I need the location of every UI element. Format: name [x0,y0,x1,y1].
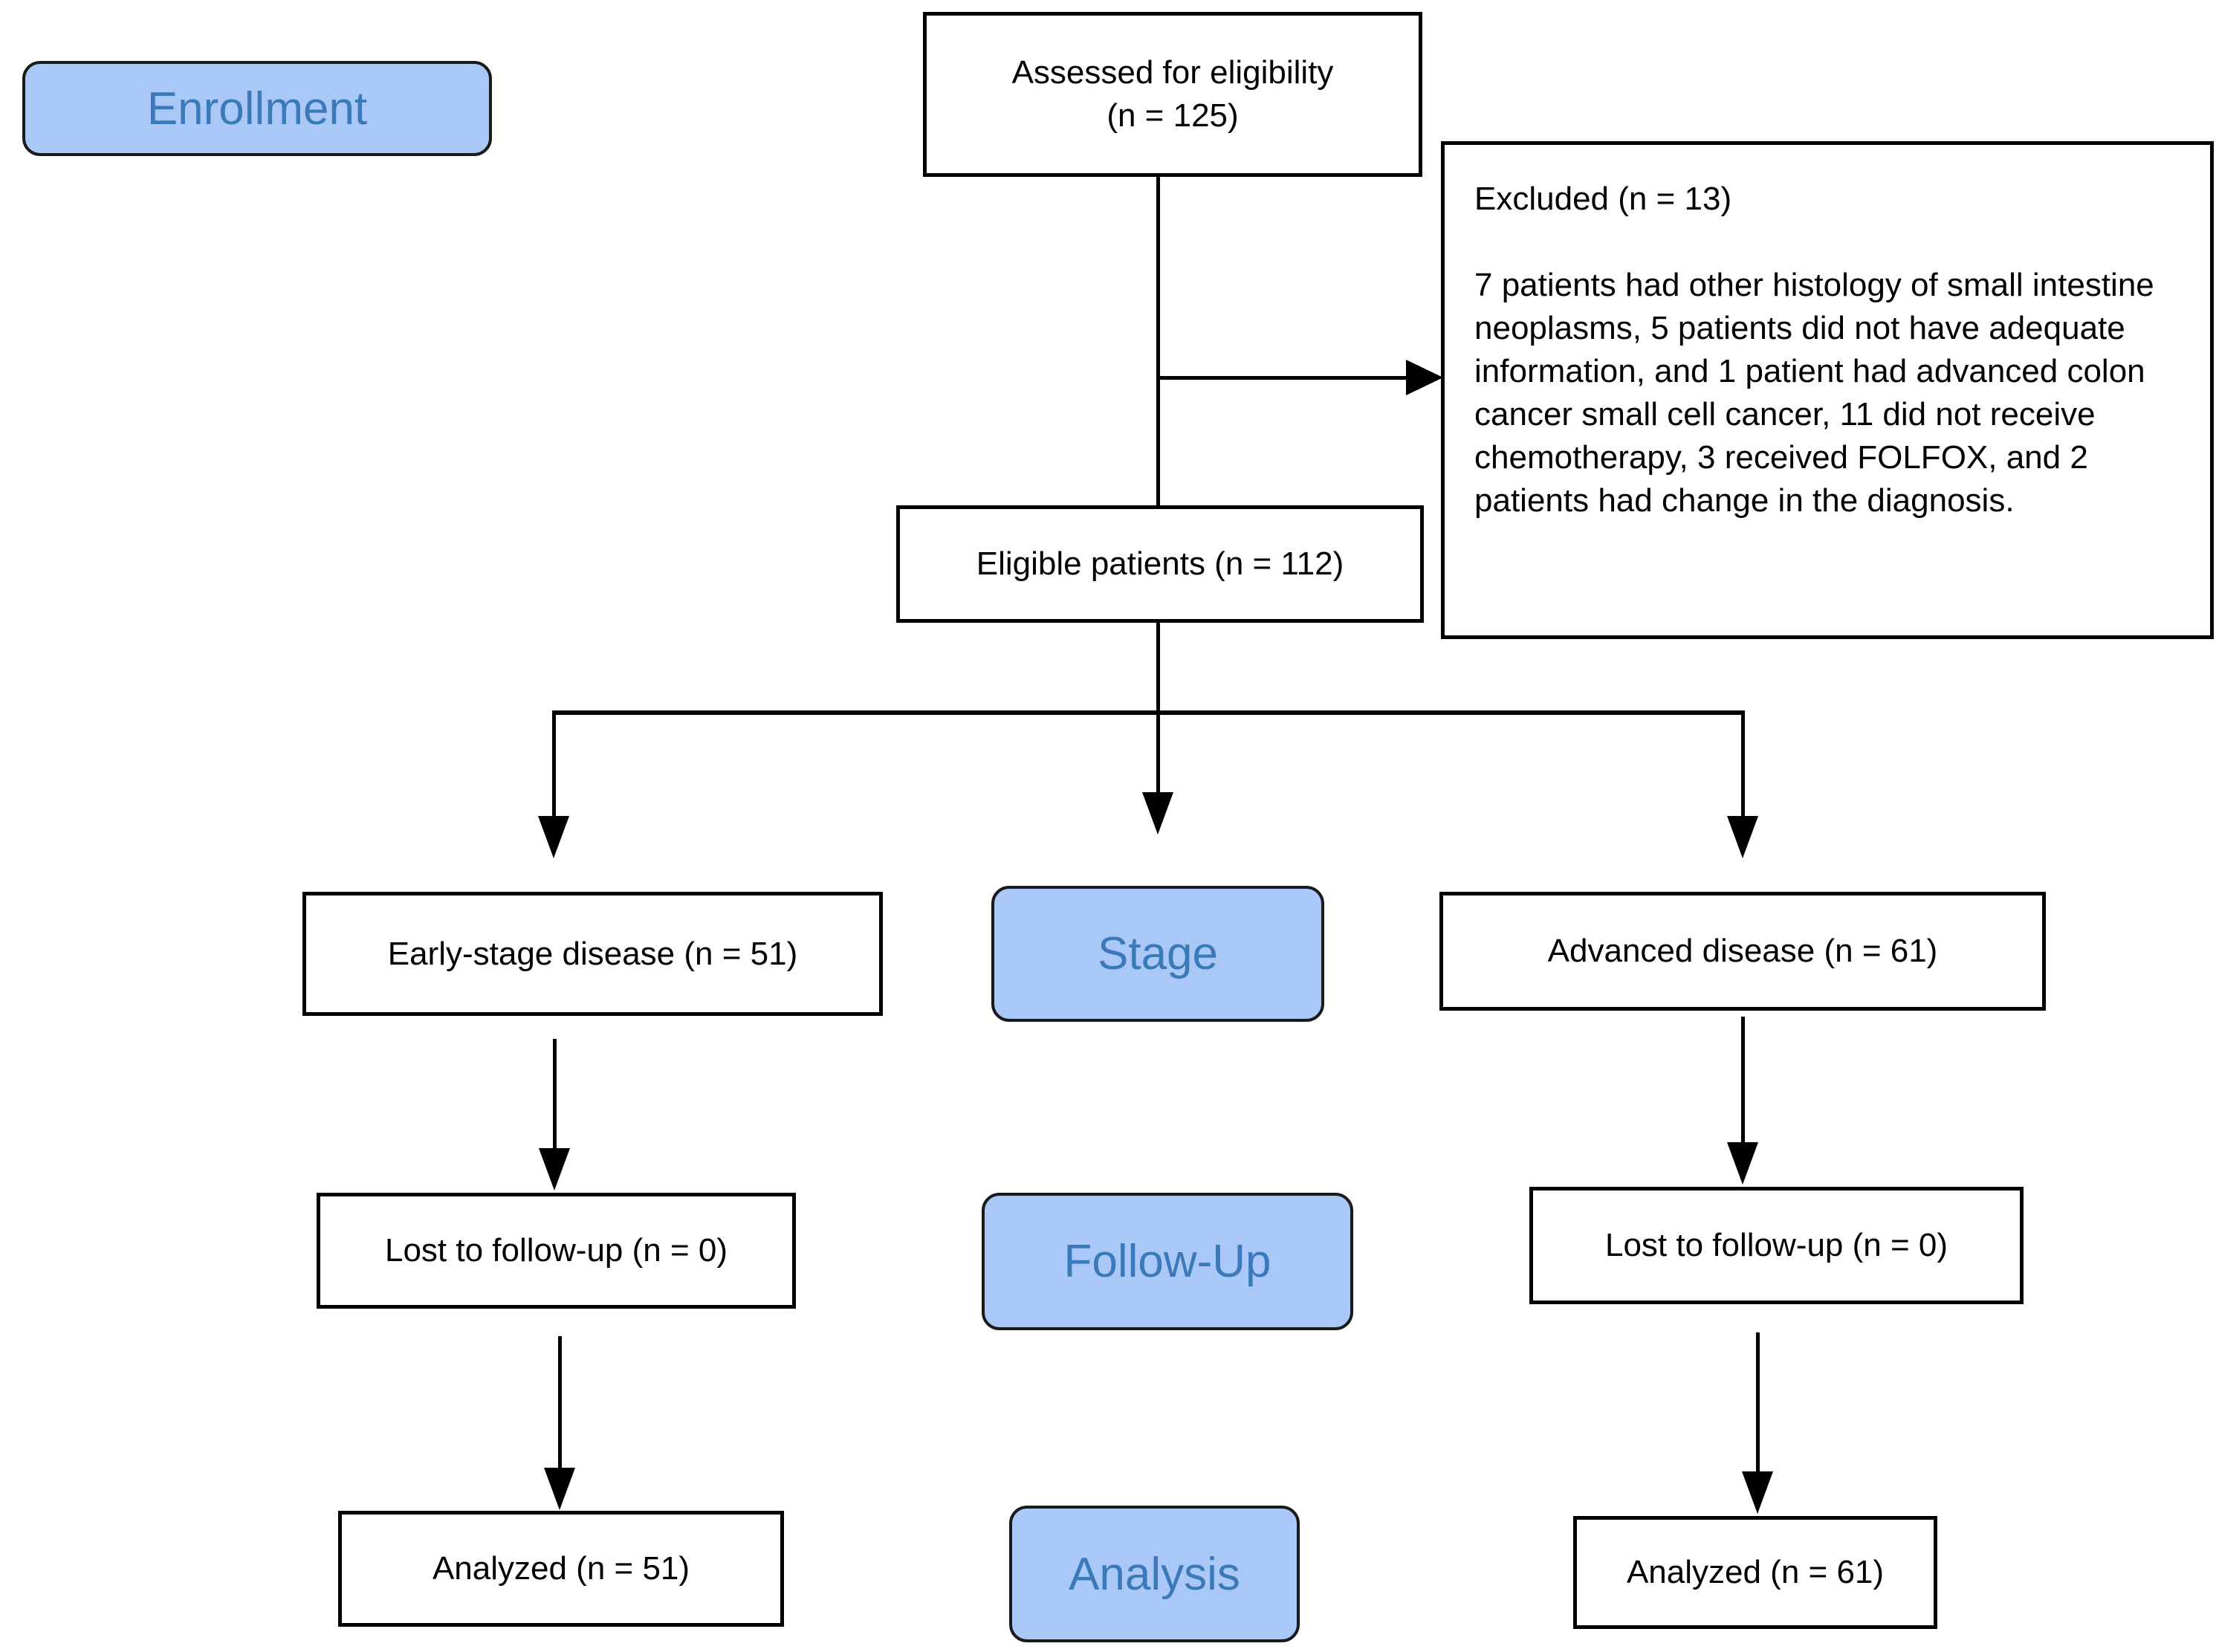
connector-eligible-to-branch [1156,623,1160,714]
connector-early-to-lost-left [553,1039,557,1150]
box-advanced-disease: Advanced disease (n = 61) [1439,892,2046,1011]
arrowhead-early-stage [538,816,569,858]
excluded-reasons-text: 7 patients had other histology of small … [1474,267,2154,519]
connector-branch-to-early-stage [552,710,556,818]
phase-label-stage: Stage [991,886,1324,1022]
early-stage-text: Early-stage disease (n = 51) [387,935,798,972]
phase-label-followup-text: Follow-Up [1063,1236,1271,1287]
box-analyzed-left: Analyzed (n = 51) [338,1511,784,1627]
phase-label-stage-text: Stage [1097,928,1219,979]
analyzed-right-text: Analyzed (n = 61) [1626,1554,1885,1590]
phase-label-followup: Follow-Up [982,1193,1353,1330]
phase-label-enrollment-text: Enrollment [146,82,368,135]
box-eligible-patients: Eligible patients (n = 112) [896,505,1424,623]
lost-left-text: Lost to follow-up (n = 0) [384,1232,728,1269]
box-assessed-for-eligibility: Assessed for eligibility (n = 125) [923,12,1422,177]
assessed-line2: (n = 125) [1107,97,1239,134]
eligible-text: Eligible patients (n = 112) [976,545,1344,582]
box-lost-to-followup-left: Lost to follow-up (n = 0) [317,1193,796,1309]
lost-right-text: Lost to follow-up (n = 0) [1604,1227,1948,1263]
excluded-title: Excluded (n = 13) [1474,181,1732,217]
assessed-line1: Assessed for eligibility [1011,54,1334,91]
box-early-stage-disease: Early-stage disease (n = 51) [302,892,883,1016]
phase-label-analysis-text: Analysis [1069,1548,1240,1600]
connector-branch-to-advanced [1741,710,1745,818]
arrowhead-advanced [1727,816,1758,858]
phase-label-enrollment: Enrollment [22,61,492,156]
arrowhead-stage [1142,792,1173,835]
arrowhead-lost-right [1727,1142,1758,1185]
connector-assessed-to-eligible [1156,177,1160,505]
box-lost-to-followup-right: Lost to follow-up (n = 0) [1529,1187,2024,1304]
box-excluded: Excluded (n = 13) 7 patients had other h… [1441,141,2214,639]
connector-to-excluded [1158,376,1410,380]
connector-branch-horizontal [552,710,1744,715]
connector-lost-right-to-analyzed-right [1756,1332,1760,1474]
arrowhead-analyzed-left [544,1468,575,1510]
arrowhead-analyzed-right [1742,1471,1773,1514]
arrowhead-lost-left [539,1148,570,1191]
analyzed-left-text: Analyzed (n = 51) [432,1550,690,1587]
connector-branch-to-stage [1156,714,1160,794]
phase-label-analysis: Analysis [1009,1506,1300,1642]
box-analyzed-right: Analyzed (n = 61) [1573,1516,1937,1629]
arrowhead-excluded [1406,360,1443,395]
connector-advanced-to-lost-right [1741,1017,1745,1144]
connector-lost-left-to-analyzed-left [558,1336,562,1470]
advanced-text: Advanced disease (n = 61) [1547,933,1938,969]
